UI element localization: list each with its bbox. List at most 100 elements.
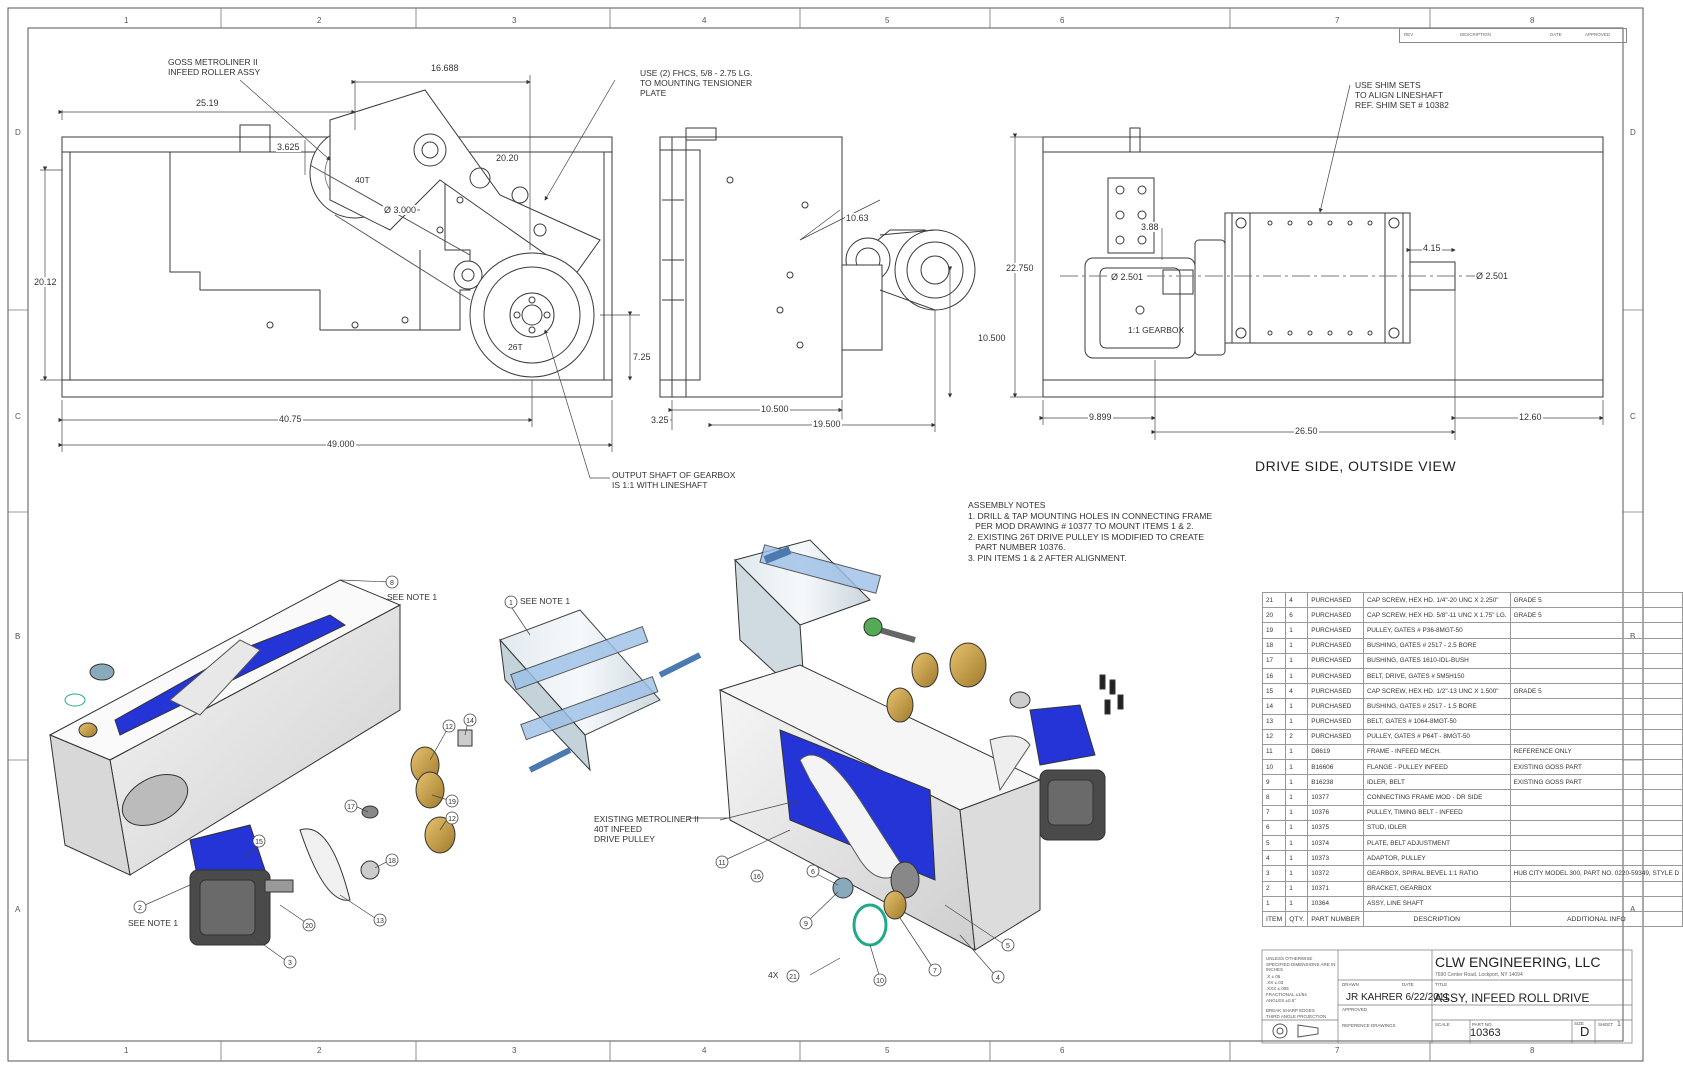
- bom-cell: PURCHASED: [1307, 622, 1364, 639]
- bom-cell: BRACKET, GEARBOX: [1362, 880, 1511, 897]
- balloon-15: 15: [255, 839, 263, 846]
- company-address: 7690 Center Road, Lockport, NY 14094: [1435, 972, 1523, 978]
- zone-col-6: 6: [1060, 16, 1065, 25]
- bom-cell: [1509, 850, 1683, 867]
- zone-col-8-bottom: 8: [1530, 1046, 1535, 1055]
- bom-cell: GRADE 5: [1509, 683, 1683, 700]
- balloon-3: 3: [288, 960, 292, 967]
- title-block: UNLESS OTHERWISE SPECIFIED DIMENSIONS AR…: [1262, 950, 1632, 1043]
- bom-cell: 1: [1285, 865, 1309, 882]
- assembly-notes: ASSEMBLY NOTES 1. DRILL & TAP MOUNTING H…: [968, 500, 1212, 564]
- approved-label: APPROVED: [1342, 1007, 1368, 1012]
- title-block-frame: [1261, 949, 1633, 1044]
- callout-see-note-1-gearbox: SEE NOTE 1: [128, 918, 179, 928]
- bom-cell: CAP SCREW, HEX HD. 1/4"-20 UNC X 2.250": [1362, 591, 1511, 609]
- bom-body: 21 4 PURCHASED CAP SCREW, HEX HD. 1/4"-20 U…: [1261, 591, 1683, 928]
- bom-cell: 10372: [1307, 865, 1364, 882]
- bom-cell: 19: [1261, 622, 1287, 639]
- iso-roller-assembly: [499, 609, 702, 773]
- bom-cell: 1: [1285, 819, 1309, 837]
- callout-see-note-1-frame: SEE NOTE 1: [387, 592, 438, 602]
- bom-cell: 21: [1261, 591, 1287, 609]
- balloon-numbers: 8 1 2 3 20 15 13 17 18 12 19 12 14 11 16…: [138, 580, 1010, 985]
- dim-10500-horizontal: 10.500: [760, 404, 790, 414]
- rev-header-approved: APPROVED: [1585, 32, 1611, 37]
- projection-note: THIRD ANGLE PROJECTION: [1266, 1014, 1327, 1019]
- bom-cell: 1: [1285, 698, 1309, 715]
- zone-col-4-bottom: 4: [702, 1046, 707, 1055]
- reference-drawings-label: REFERENCE DRAWINGS: [1342, 1023, 1396, 1028]
- bom-cell: PULLEY, GATES # P36-8MGT-50: [1362, 622, 1511, 639]
- assembly-note-line: 1. DRILL & TAP MOUNTING HOLES IN CONNECT…: [968, 510, 1213, 521]
- bom-cell: B16606: [1307, 759, 1364, 776]
- bom-cell: GRADE 5: [1509, 591, 1683, 609]
- bom-cell: 10376: [1307, 804, 1364, 821]
- part-number: 10363: [1470, 1027, 1501, 1039]
- tolerance-note: UNLESS OTHERWISE SPECIFIED DIMENSIONS AR…: [1266, 956, 1336, 972]
- callout-existing-metroliner: EXISTING METROLINER II 40T INFEED DRIVE …: [594, 814, 699, 844]
- tolerance-line: FRACTIONAL ±1/64: [1266, 992, 1307, 997]
- bom-cell: 1: [1285, 774, 1309, 791]
- bom-cell: [1509, 713, 1683, 730]
- zone-col-1: 1: [124, 16, 129, 25]
- view-title-drive-side: DRIVE SIDE, OUTSIDE VIEW: [1255, 458, 1457, 474]
- bom-cell: 1: [1261, 895, 1287, 912]
- bom-cell: [1509, 622, 1683, 639]
- balloon-17: 17: [347, 804, 355, 811]
- callout-40t: 40T: [355, 175, 370, 185]
- bom-cell: 9: [1261, 774, 1287, 791]
- tolerance-line: .XXX ±.005: [1266, 986, 1289, 991]
- bom-cell: 1: [1285, 804, 1309, 821]
- bom-cell: [1509, 652, 1683, 669]
- balloon-19: 19: [448, 799, 456, 806]
- bom-cell: 1: [1285, 713, 1309, 730]
- balloon-12b: 12: [448, 816, 456, 823]
- zone-row-b: B: [15, 632, 21, 641]
- zone-row-a: A: [15, 905, 21, 914]
- bom-cell: PURCHASED: [1307, 652, 1364, 669]
- sheet-label: SHEET: [1598, 1022, 1614, 1027]
- balloon-5: 5: [1006, 943, 1010, 950]
- bom-cell: 10373: [1307, 850, 1364, 867]
- assembly-note-line: PART NUMBER 10376.: [968, 542, 1066, 553]
- bom-cell: CAP SCREW, HEX HD. 5/8"-11 UNC X 1.75" L…: [1362, 607, 1511, 624]
- dim-10500-vertical: 10.500: [977, 333, 1007, 343]
- callout-gearbox-ratio: 1:1 GEARBOX: [1128, 325, 1185, 335]
- bom-cell: PLATE, BELT ADJUSTMENT: [1362, 834, 1511, 852]
- bom-cell: [1509, 895, 1683, 912]
- bom-cell: 4: [1285, 683, 1309, 700]
- zone-col-2-bottom: 2: [317, 1046, 322, 1055]
- inner-border: [27, 27, 1624, 1042]
- bom-cell: BUSHING, GATES # 2517 - 1.5 BORE: [1362, 698, 1511, 715]
- zone-col-7: 7: [1335, 16, 1340, 25]
- bom-cell: 1: [1285, 667, 1309, 685]
- dim-2012: 20.12: [33, 277, 58, 287]
- bom-cell: 10377: [1307, 789, 1364, 806]
- view2-dim-lines: [660, 199, 953, 432]
- zone-col-7-bottom: 7: [1335, 1046, 1340, 1055]
- bom-cell: 3: [1261, 865, 1287, 882]
- dim-16688: 16.688: [430, 63, 460, 73]
- zone-col-5-bottom: 5: [885, 1046, 890, 1055]
- dim-49000: 49.000: [326, 439, 356, 449]
- zone-col-3: 3: [512, 16, 517, 25]
- scale-label: SCALE: [1435, 1022, 1450, 1027]
- balloon-2: 2: [138, 905, 142, 912]
- bom-cell: [1509, 728, 1683, 745]
- bom-cell: 1: [1285, 834, 1309, 852]
- size-label: SIZE: [1574, 1021, 1585, 1026]
- bom-cell: BELT, GATES # 1064-8MGT-50: [1362, 713, 1511, 730]
- bom-cell: BUSHING, GATES # 2517 - 2.5 BORE: [1362, 637, 1511, 654]
- bom-cell: 1: [1285, 789, 1309, 806]
- balloon-1: 1: [509, 600, 513, 607]
